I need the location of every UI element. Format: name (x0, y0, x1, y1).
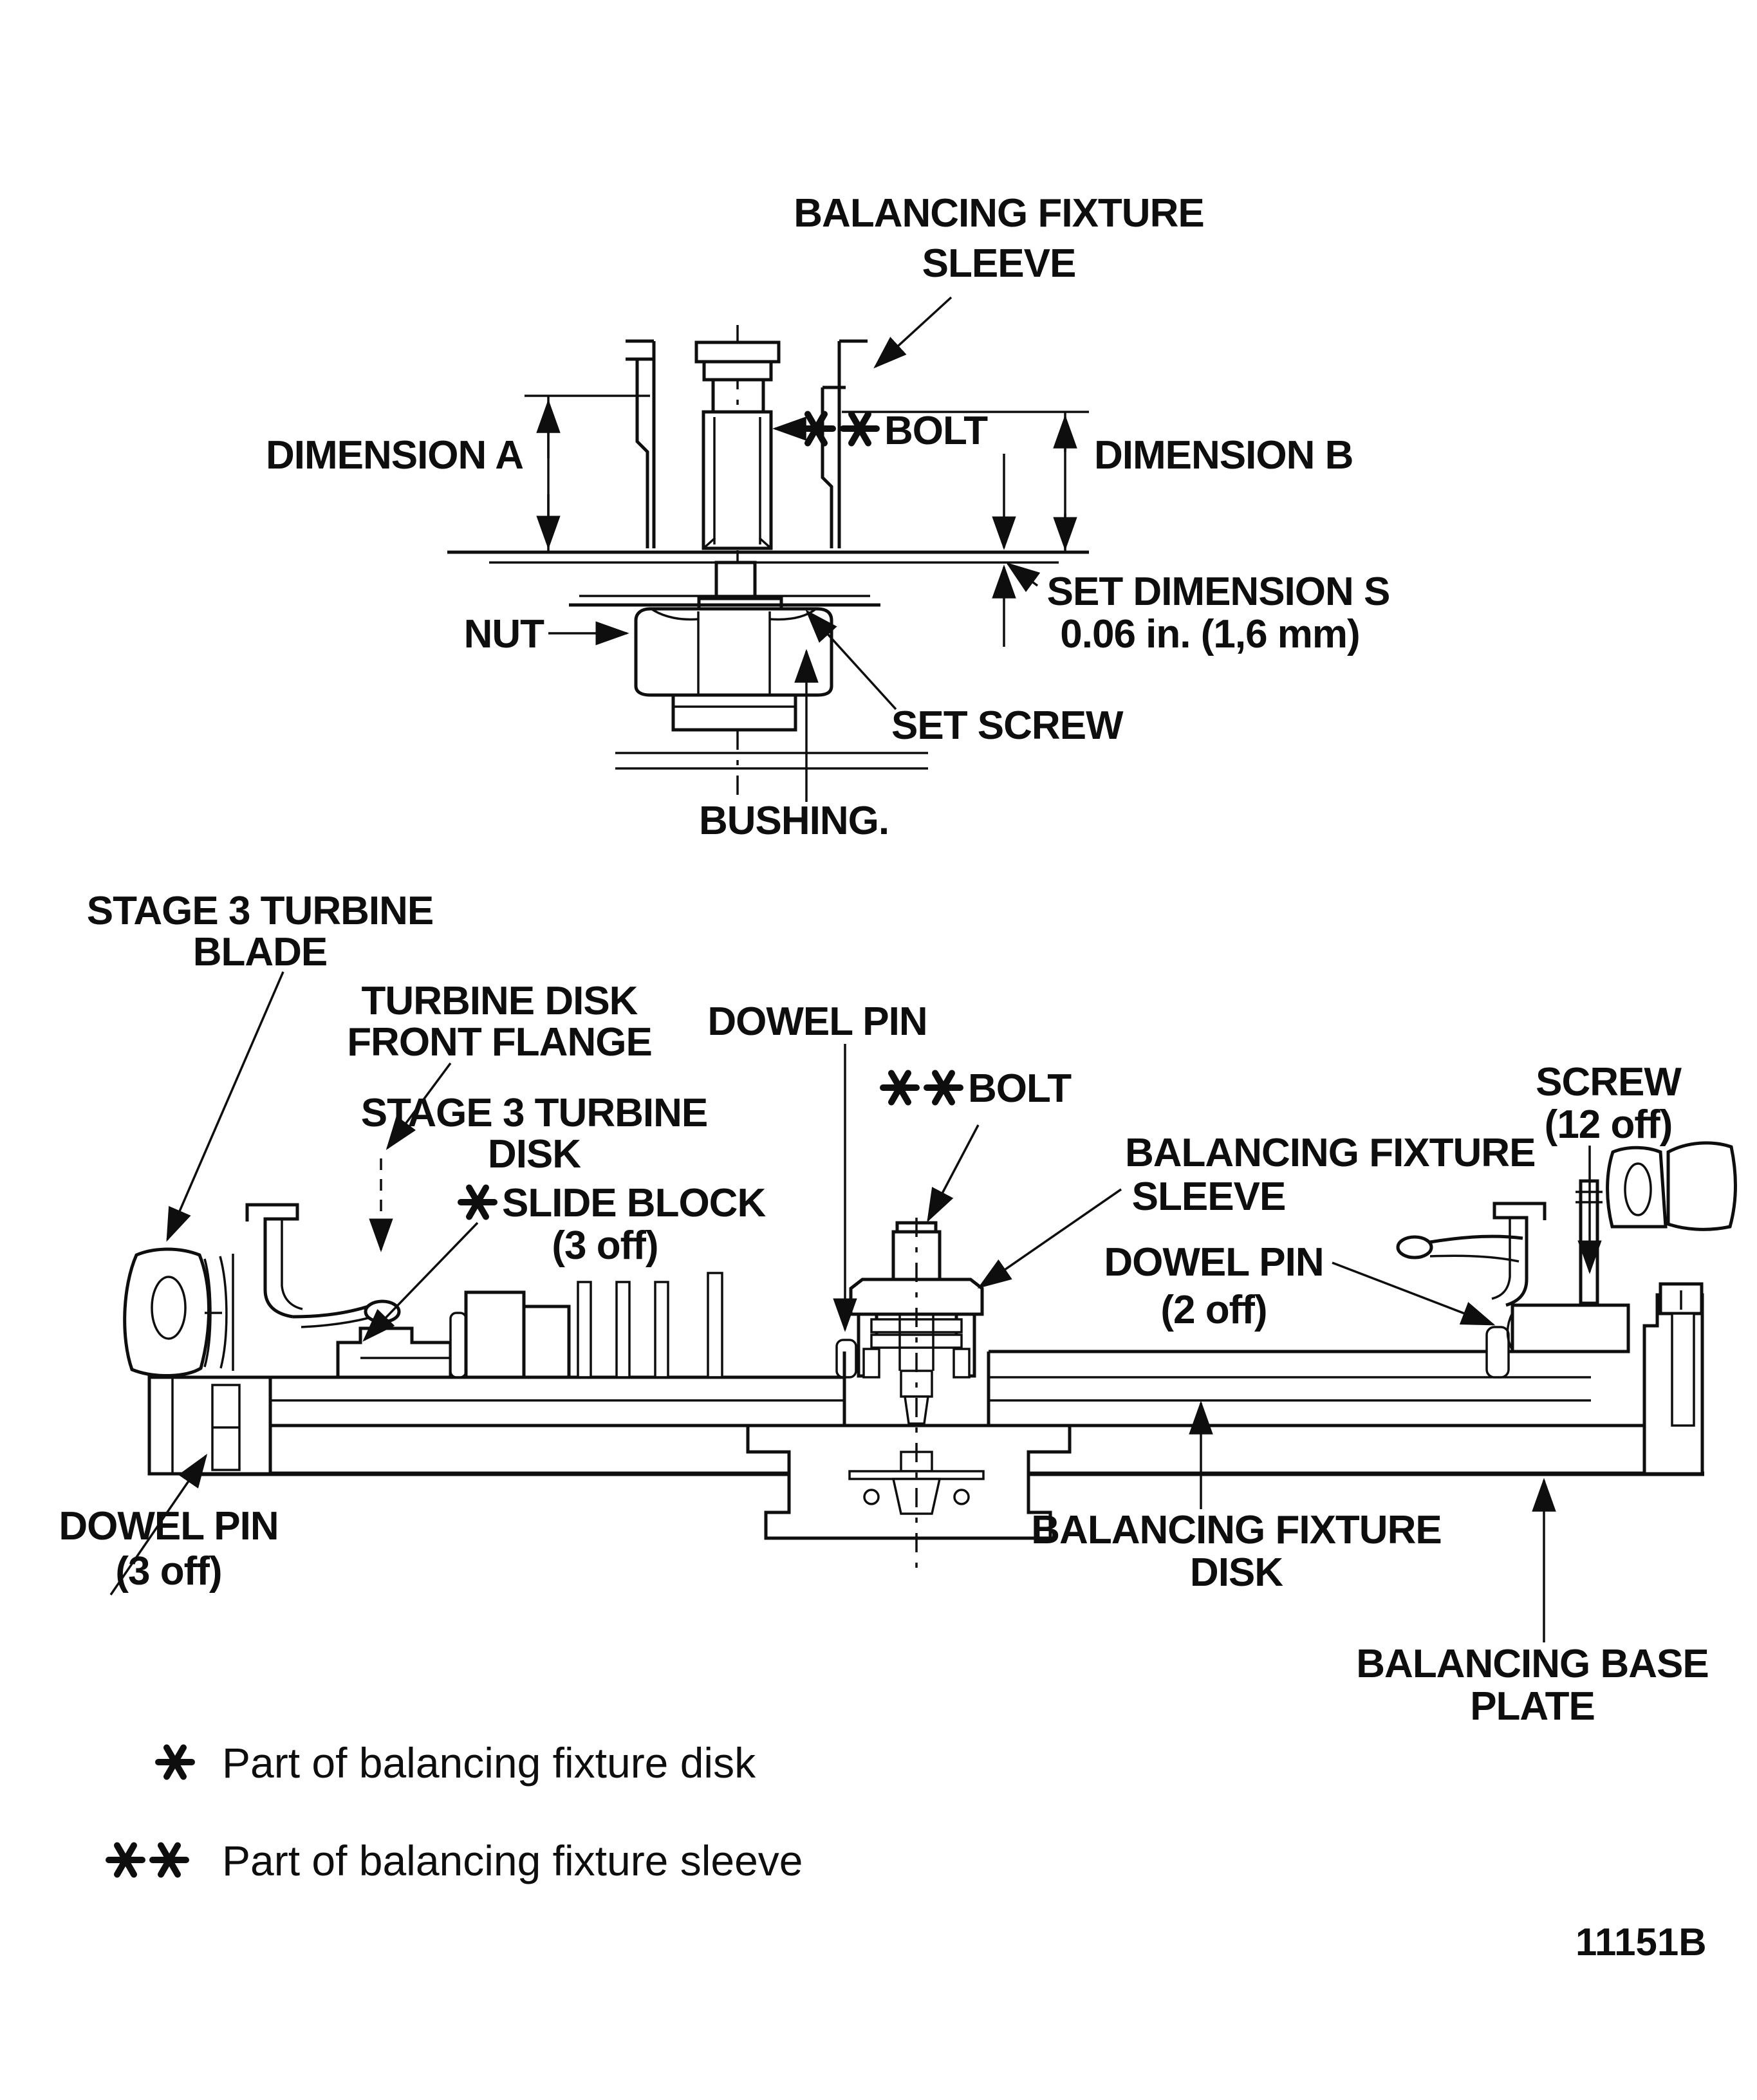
dimension-a-label: DIMENSION A (266, 433, 523, 478)
central-bolt-lower-end (848, 1451, 985, 1515)
stage3-blade-label-line1: STAGE 3 TURBINE (87, 889, 433, 933)
right-disk-arm (1396, 1234, 1523, 1263)
stage3-disk-label-line1: STAGE 3 TURBINE (361, 1091, 707, 1135)
dimension-a-lines (525, 395, 650, 552)
slide-block-label: SLIDE BLOCK (502, 1181, 766, 1225)
dowel-pin-right-leader (1332, 1261, 1496, 1326)
blade-carrier-ring (1506, 1303, 1630, 1353)
dimension-b-label: DIMENSION B (1094, 433, 1353, 478)
slide-block-leader (362, 1222, 479, 1342)
screw-label-line2: (12 off) (1545, 1102, 1673, 1147)
top-detail-view: BALANCING FIXTURE SLEEVE DIMENSION A DIM… (266, 191, 1390, 843)
set-dimension-s-lines (992, 454, 1041, 647)
front-flange-label-line2: FRONT FLANGE (347, 1020, 652, 1064)
set-dimension-s-line1: SET DIMENSION S (1047, 570, 1390, 614)
bolt-bottom-leader (927, 1124, 980, 1223)
bolt-label: BOLT (884, 409, 988, 453)
dowel-pin-left-label-line2: (3 off) (115, 1549, 221, 1594)
dowel-pin-left-label-line1: DOWEL PIN (59, 1504, 278, 1548)
set-dimension-s-line2: 0.06 in. (1,6 mm) (1060, 612, 1359, 656)
legend-item-2: Part of balancing fixture sleeve (222, 1837, 803, 1884)
stage3-turbine-blade-part (123, 1247, 234, 1378)
base-plate-right-boss (1642, 1282, 1704, 1476)
slide-block-count: (3 off) (552, 1223, 658, 1268)
dowel-pin-left-leader (109, 1453, 208, 1595)
bolt-bottom-label: BOLT (968, 1066, 1072, 1111)
stage3-disk-label-line2: DISK (488, 1132, 581, 1176)
sleeve-bottom-leader (977, 1188, 1122, 1289)
figure-number: 11151B (1576, 1920, 1707, 1964)
right-turbine-blade-part (1606, 1141, 1738, 1231)
dowel-pin-top-label: DOWEL PIN (707, 999, 927, 1044)
bolt-bottom-view (891, 1218, 942, 1572)
screw-label-line1: SCREW (1536, 1060, 1682, 1104)
dowel-pin-part-right (1485, 1326, 1510, 1379)
base-plate-label-line2: PLATE (1470, 1684, 1595, 1729)
sleeve-leader (873, 296, 953, 369)
nut-label: NUT (464, 612, 545, 656)
set-screw-label: SET SCREW (891, 703, 1124, 748)
fixture-sleeve-label-line2: SLEEVE (1132, 1175, 1286, 1219)
dimension-b-lines (842, 411, 1089, 552)
turbine-disk-front-flange-part (245, 1203, 303, 1319)
right-front-flange (1491, 1202, 1547, 1307)
sleeve-label-line1: BALANCING FIXTURE (794, 191, 1204, 236)
bolt-top-view (694, 340, 781, 550)
slide-block-part (336, 1272, 723, 1379)
stage3-blade-label-line2: BLADE (193, 930, 328, 974)
bottom-section-view: STAGE 3 TURBINE BLADE TURBINE DISK FRONT… (59, 889, 1738, 1729)
legend: Part of balancing fixture disk Part of b… (109, 1739, 803, 1884)
fixture-disk-left-end (147, 1375, 272, 1476)
sleeve-label-line2: SLEEVE (922, 241, 1076, 286)
fixture-disk-label-line1: BALANCING FIXTURE (1031, 1508, 1441, 1552)
front-flange-leader (386, 1062, 452, 1151)
fixture-sleeve-label-line1: BALANCING FIXTURE (1125, 1131, 1535, 1175)
base-plate-label-line1: BALANCING BASE (1356, 1642, 1708, 1686)
stage3-turbine-disk-arm (292, 1299, 401, 1328)
set-screw-leader (805, 609, 897, 711)
bushing-label: BUSHING. (699, 799, 889, 843)
dowel-pin-right-label-line2: (2 off) (1160, 1288, 1267, 1332)
fixture-disk-label-line2: DISK (1190, 1550, 1283, 1595)
legend-item-1: Part of balancing fixture disk (222, 1739, 756, 1787)
dowel-pin-part-top (835, 1339, 857, 1379)
blade-leader (166, 971, 284, 1242)
dowel-pin-right-label-line1: DOWEL PIN (1104, 1240, 1323, 1285)
nut-part (634, 607, 833, 697)
washer-part (671, 693, 797, 732)
balancing-fixture-sleeve-section (626, 339, 868, 548)
front-flange-label-line1: TURBINE DISK (362, 979, 638, 1023)
